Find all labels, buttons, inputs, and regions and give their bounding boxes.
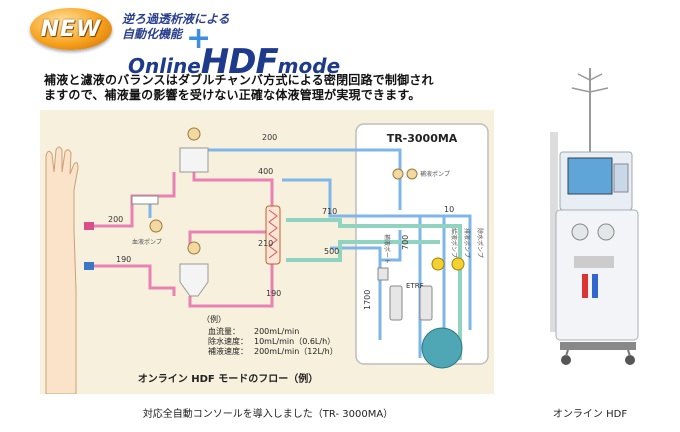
caption-console: 対応全自動コンソールを導入しました（TR- 3000MA） (142, 409, 394, 420)
upper-clamp-icon (187, 127, 201, 141)
label-1700: 1700 (363, 290, 372, 310)
machine-tray (574, 256, 614, 268)
example-row1-label: 血流量： (208, 326, 240, 336)
machine-side-panel (613, 163, 629, 193)
patient-arm (45, 146, 79, 395)
balance-chamber (421, 327, 463, 369)
wheel-1-icon (561, 355, 571, 365)
label-500: 500 (324, 247, 339, 256)
label-drain-pump: 排液ポンプ (463, 228, 471, 258)
caption-machine: オンライン HDF (552, 409, 628, 420)
mode-subtitle: 逆ろ過透析液による 自動化機能 (122, 12, 252, 42)
machine-roller-1-icon (571, 223, 589, 241)
side-pole (550, 132, 558, 332)
label-etrf: ETRF (406, 282, 424, 290)
substitution-pump-icon (392, 168, 404, 180)
lead-line2: ますので、補液量の影響を受けない正確な体液管理が実現できます。 (44, 88, 421, 102)
dialyzer-fiber (268, 209, 278, 259)
filtrate-lines (286, 218, 462, 360)
example-box: （例） 血流量： 200mL/min 除水速度： 10mL/min（0.6L/h… (202, 314, 338, 356)
machine-roller-2-icon (597, 223, 615, 241)
dialyzer (265, 205, 281, 265)
lower-clamp-icon (187, 241, 201, 255)
flow-diagram-svg: TR-3000MA (45, 123, 489, 395)
venous-connector (84, 262, 94, 270)
label-port: 補液ポート (383, 234, 391, 264)
arterial-connector (84, 222, 94, 230)
flow-diagram: TR-3000MA (40, 110, 494, 395)
mode-title-hdf: HDF (200, 42, 279, 82)
example-row2-label: 除水速度： (208, 336, 248, 346)
example-heading: （例） (202, 314, 226, 324)
wheel-2-icon (625, 355, 635, 365)
lead-text: 補液と濾液のバランスはダブルチャンバ方式による密閉回路で制御され ますので、補液… (44, 73, 524, 103)
valve-icon (377, 267, 389, 281)
syringe-icon (131, 195, 159, 205)
plus-icon: + (186, 21, 212, 56)
example-row2-value: 10mL/min（0.6L/h） (254, 337, 335, 346)
substitution-pump-icon-2 (406, 168, 418, 180)
machine-name: TR-3000MA (387, 132, 458, 145)
label-190-bottom: 190 (266, 289, 281, 298)
flow-title: オンライン HDF モードのフロー（例） (138, 372, 318, 385)
new-badge: NEW (30, 8, 112, 50)
label-400: 400 (258, 167, 273, 176)
blood-pump-icon (149, 219, 163, 233)
label-10: 10 (444, 205, 454, 214)
dialysis-machine-image (520, 60, 650, 390)
machine-base (560, 342, 636, 350)
example-row3-label: 補液速度： (208, 346, 248, 356)
etrf-filter-1 (389, 285, 403, 321)
mode-subtitle-line2: 自動化機能 (122, 27, 183, 41)
dialysis-machine-svg (550, 68, 639, 365)
label-700: 700 (401, 235, 410, 250)
machine-screen (567, 157, 613, 195)
lead-line1: 補液と濾液のバランスはダブルチャンバ方式による密閉回路で制御され (44, 73, 434, 87)
label-210: 210 (258, 239, 273, 248)
mode-title-mode: mode (277, 54, 341, 78)
lower-chamber (179, 263, 209, 297)
label-supply-pump: 給液ポンプ (450, 228, 458, 258)
label-710: 710 (322, 207, 337, 216)
mode-title-online: Online (128, 54, 201, 78)
machine-blue-line (592, 274, 598, 298)
label-uf-pump: 除水ポンプ (476, 228, 484, 258)
label-200-left: 200 (108, 215, 123, 224)
mode-subtitle-line1: 逆ろ過透析液による (122, 12, 230, 26)
etrf-filter-2 (419, 285, 433, 321)
new-badge-text: NEW (40, 16, 102, 42)
machine-red-line (582, 274, 588, 298)
yellow-pump-2-icon (451, 257, 465, 271)
upper-chamber (179, 147, 209, 173)
example-row3-value: 200mL/min（12L/h） (254, 347, 338, 356)
label-blood-pump: 血液ポンプ (132, 238, 162, 246)
label-190-left: 190 (116, 255, 131, 264)
yellow-pump-1-icon (431, 257, 445, 271)
iv-hooks-icon (571, 73, 609, 93)
label-200-top: 200 (262, 133, 277, 142)
example-row1-value: 200mL/min (254, 327, 299, 336)
mode-title: OnlineHDFmode (128, 42, 340, 82)
label-substitution-pump: 補液ポンプ (420, 170, 450, 178)
